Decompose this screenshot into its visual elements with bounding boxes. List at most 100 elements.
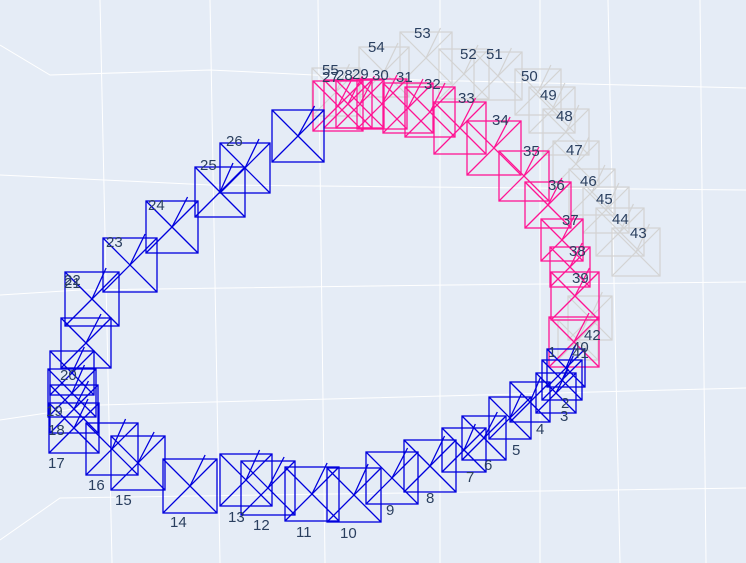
frame-43-optical-axis <box>635 223 650 253</box>
frame-23 <box>102 233 158 293</box>
frame-3-face <box>535 372 577 414</box>
frame-28-optical-axis <box>347 75 364 105</box>
frame-23-optical-axis <box>129 233 146 266</box>
frame-35 <box>498 146 550 202</box>
frame-label-32: 32 <box>424 76 441 93</box>
frame-label-33: 33 <box>458 90 475 107</box>
frame-label-30: 30 <box>372 67 389 84</box>
frame-1 <box>546 344 586 388</box>
frame-label-8: 8 <box>426 490 434 507</box>
frame-label-12: 12 <box>253 517 270 534</box>
frame-label-23: 23 <box>106 234 123 251</box>
frame-23-face <box>102 237 158 293</box>
frame-55-optical-axis <box>335 63 350 93</box>
frame-20 <box>49 346 95 396</box>
frame-label-55: 55 <box>322 62 339 79</box>
frame-14-optical-axis <box>189 454 206 487</box>
frame-11 <box>284 462 340 522</box>
frame-blue-extra-face <box>271 109 325 163</box>
frame-label-35: 35 <box>523 143 540 160</box>
frame-17-optical-axis <box>73 398 89 429</box>
frame-label-53: 53 <box>414 25 431 42</box>
grid-line <box>0 281 746 296</box>
frame-50-optical-axis <box>537 64 552 93</box>
frame-16-optical-axis <box>111 418 127 450</box>
frame-9 <box>365 447 419 505</box>
frame-label-25: 25 <box>200 157 217 174</box>
frame-7 <box>441 423 487 473</box>
frame-5-face <box>488 396 532 440</box>
frame-21-face <box>60 317 112 369</box>
frame-50-face <box>514 68 562 116</box>
frame-35-face <box>498 150 550 202</box>
frame-label-13: 13 <box>228 509 245 526</box>
frame-48-optical-axis <box>565 104 580 133</box>
frame-37-face <box>540 218 584 262</box>
frame-25-optical-axis <box>219 162 234 193</box>
frame-5-optical-axis <box>509 392 523 419</box>
frame-14 <box>162 454 218 514</box>
frame-16-face <box>85 422 139 476</box>
frame-5 <box>488 392 532 440</box>
frame-4-face <box>509 381 551 423</box>
frame-34-optical-axis <box>493 116 511 149</box>
frame-label-11: 11 <box>296 524 312 541</box>
frame-blue-extra-optical-axis <box>297 105 316 137</box>
frame-2-optical-axis <box>561 355 574 381</box>
frame-label-52: 52 <box>460 46 477 63</box>
frame-51-face <box>473 51 523 101</box>
frame-label-10: 10 <box>340 525 357 542</box>
frame-24-face <box>145 200 199 254</box>
frame-label-15: 15 <box>115 492 132 509</box>
frame-11-optical-axis <box>311 462 328 495</box>
frame-49-face <box>528 86 576 134</box>
frame-9-face <box>365 451 419 505</box>
frame-36-face <box>524 181 572 229</box>
frame-label-48: 48 <box>556 108 573 125</box>
frame-27-face <box>312 80 364 132</box>
frame-33-optical-axis <box>459 97 477 129</box>
frame-label-20: 20 <box>60 367 77 384</box>
frame-label-47: 47 <box>566 142 583 159</box>
frame-39-face <box>550 271 600 321</box>
frame-47-optical-axis <box>575 136 590 165</box>
frame-53-optical-axis <box>425 27 442 59</box>
trajectory-blue-frames <box>47 105 586 523</box>
grid-line <box>99 0 113 563</box>
frame-6 <box>461 411 507 461</box>
frame-label-42: 42 <box>584 327 601 344</box>
frame-11-face <box>284 466 340 522</box>
frame-label-44: 44 <box>612 211 629 228</box>
frame-26 <box>219 138 271 194</box>
grid-line <box>699 0 707 563</box>
frame-36 <box>524 177 572 229</box>
frame-18-face <box>49 384 99 434</box>
frame-22-optical-axis <box>91 267 107 300</box>
frame-44 <box>595 203 645 257</box>
frame-22 <box>64 267 120 327</box>
frame-label-6: 6 <box>484 457 492 474</box>
frame-label-4: 4 <box>536 421 544 438</box>
frame-52-face <box>438 48 490 100</box>
frame-label-43: 43 <box>630 225 647 242</box>
frame-43 <box>611 223 661 277</box>
frame-53 <box>399 27 453 85</box>
frame-39 <box>550 267 600 321</box>
frame-label-3: 3 <box>560 408 568 425</box>
frame-44-face <box>595 207 645 257</box>
frame-19-face <box>47 368 97 418</box>
frame-2-face <box>541 359 583 401</box>
frame-8-optical-axis <box>429 435 446 467</box>
frame-label-1: 1 <box>548 344 556 361</box>
grid-line <box>0 174 746 191</box>
frame-44-optical-axis <box>619 203 634 233</box>
frame-6-face <box>461 415 507 461</box>
frame-label-2: 2 <box>561 395 569 412</box>
frame-label-50: 50 <box>521 68 538 85</box>
frame-47-face <box>552 140 600 188</box>
frame-34 <box>466 116 522 176</box>
frame-32-face <box>404 86 456 138</box>
frame-33 <box>433 97 487 155</box>
frame-26-optical-axis <box>244 138 260 169</box>
